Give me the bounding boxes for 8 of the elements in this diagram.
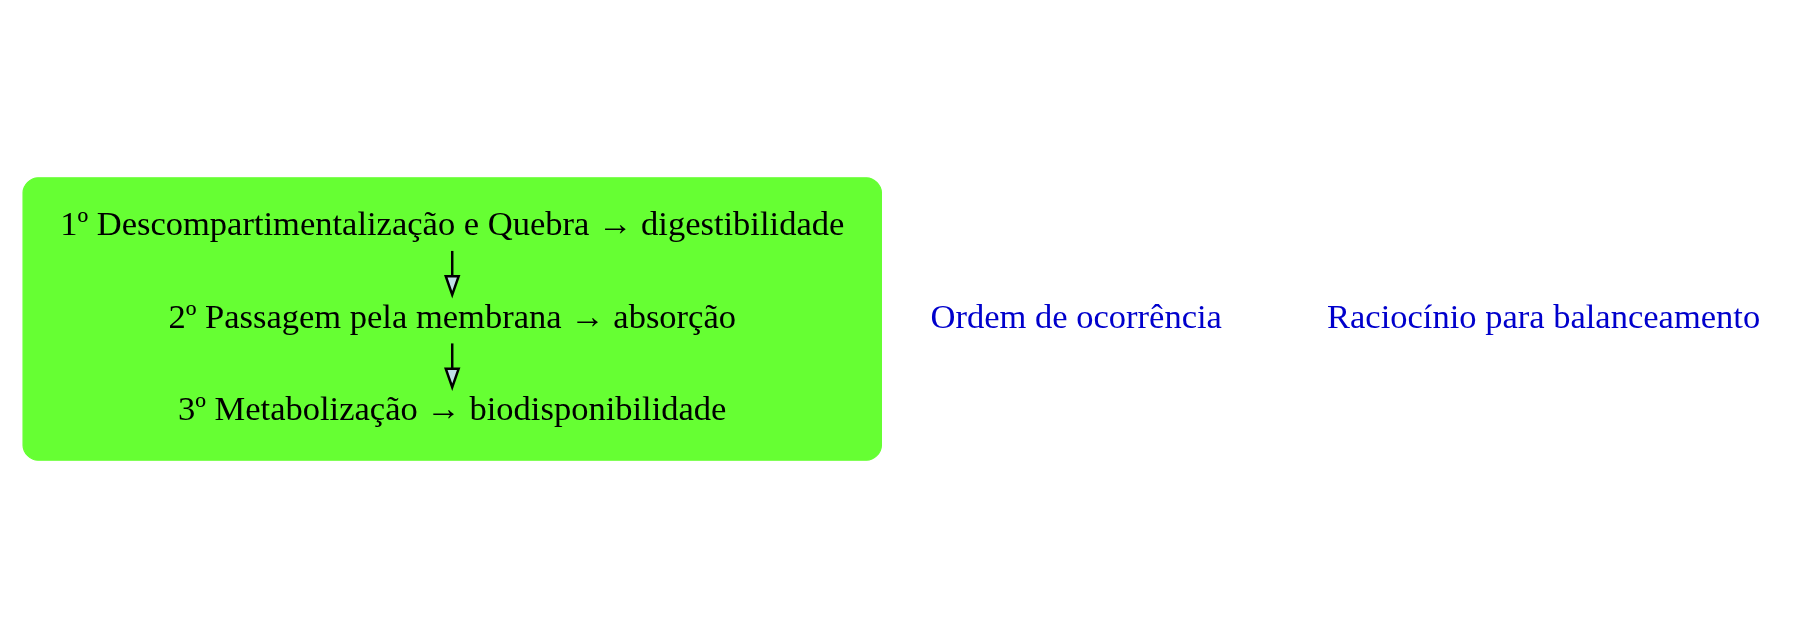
- label: Ordem de ocorrência: [930, 296, 1222, 335]
- cluster: [22, 177, 882, 461]
- arrow: [444, 343, 461, 391]
- node-text: 1º Descompartimentalização e Quebra → digestibilidade: [60, 204, 845, 243]
- node-text: 2º Passagem pela membrana → absorção: [168, 296, 737, 335]
- node-text: 3º Metabolização → biodisponibilidade: [178, 389, 727, 427]
- arrow: [444, 250, 461, 299]
- label: Raciocínio para balanceamento: [1327, 296, 1761, 335]
